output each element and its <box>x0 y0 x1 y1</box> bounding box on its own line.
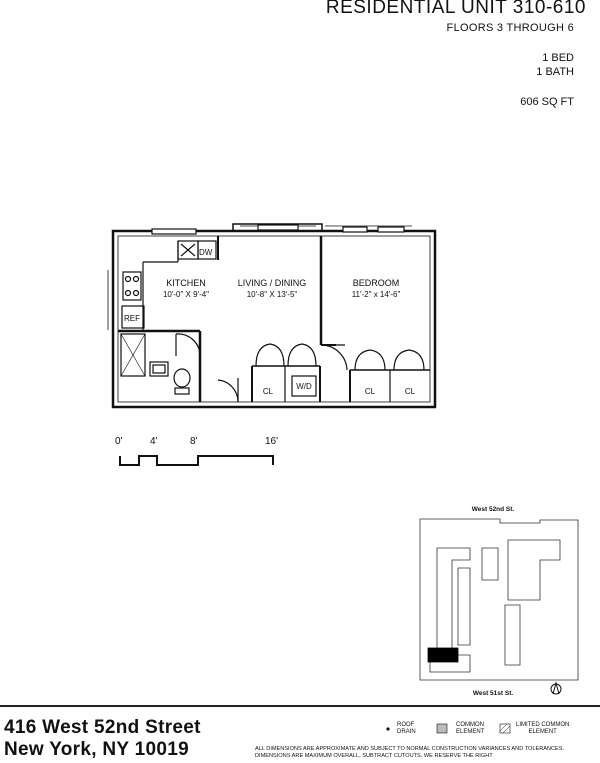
kitchen-label: KITCHEN <box>166 278 206 288</box>
legend-common-element-line-1: COMMON <box>456 722 484 728</box>
living-dining-label: LIVING / DINING <box>238 278 307 288</box>
legend-limited-common-line-2: ELEMENT <box>528 729 557 735</box>
disclaimer-text: ALL DIMENSIONS ARE APPROXIMATE AND SUBJE… <box>255 746 565 759</box>
legend-roof-drain-line-2: DRAIN <box>397 729 416 735</box>
closet-label-1: CL <box>263 387 274 396</box>
closet-label-2: CL <box>365 387 376 396</box>
scale-tick-0: 0' <box>115 436 123 447</box>
washer-dryer-label: W/D <box>296 382 312 391</box>
address-line-2: New York, NY 10019 <box>4 739 189 760</box>
unit-title: RESIDENTIAL UNIT 310-610 <box>325 0 586 18</box>
north-arrow-icon <box>550 681 562 695</box>
bedroom-label: BEDROOM <box>353 278 400 288</box>
outer-wall <box>111 229 437 409</box>
living-dining-dims: 10'-8" X 13'-5" <box>247 290 298 299</box>
area-label: 606 SQ FT <box>520 96 574 108</box>
beds-label: 1 BED <box>542 52 574 64</box>
bedroom-dims: 11'-2" x 14'-6" <box>352 290 401 299</box>
baths-label: 1 BATH <box>536 66 574 78</box>
south-street-label: West 51st St. <box>473 690 514 697</box>
legend-limited-common: LIMITED COMMON ELEMENT <box>516 722 569 736</box>
dishwasher-label: DW <box>199 248 213 257</box>
legend-roof-drain: ROOF DRAIN <box>397 722 416 736</box>
floors-label: FLOORS 3 THROUGH 6 <box>446 22 574 34</box>
legend-common-element-line-2: ELEMENT <box>456 729 485 735</box>
limited-common-element-icon <box>499 723 511 734</box>
refrigerator-label: REF <box>124 314 140 323</box>
address-line-1: 416 West 52nd Street <box>4 717 201 738</box>
footer-rule <box>0 705 600 707</box>
scale-tick-4: 4' <box>150 436 158 447</box>
site-plan <box>419 518 579 681</box>
legend-limited-common-line-1: LIMITED COMMON <box>516 722 570 728</box>
legend-common-element: COMMON ELEMENT <box>456 722 484 736</box>
legend-roof-drain-line-1: ROOF <box>397 722 415 728</box>
roof-drain-icon <box>386 727 390 731</box>
north-street-label: West 52nd St. <box>472 506 515 513</box>
kitchen-dims: 10'-0" X 9'-4" <box>163 290 209 299</box>
scale-bar: 0' 4' 8' 16' <box>115 436 278 466</box>
scale-tick-8: 8' <box>190 436 198 447</box>
bed-bath-info: 1 BED 1 BATH <box>536 51 574 79</box>
scale-tick-16: 16' <box>265 436 278 447</box>
closet-label-3: CL <box>405 387 416 396</box>
common-element-icon <box>436 723 448 734</box>
unit-location-marker <box>427 647 459 663</box>
